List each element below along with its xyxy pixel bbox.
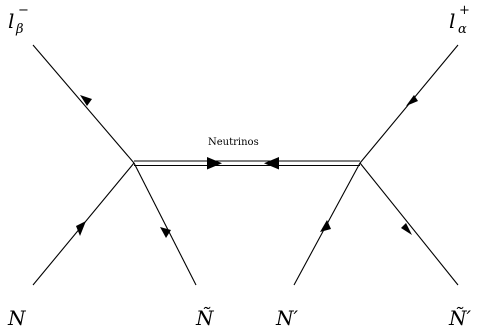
label-nprime: N′ bbox=[275, 306, 299, 330]
label-lalpha-base: l bbox=[449, 9, 455, 33]
label-n: N bbox=[7, 306, 27, 330]
label-lalpha-sub: α bbox=[458, 22, 467, 37]
arrow-propagator-right bbox=[207, 157, 222, 170]
arrow-nprime bbox=[320, 220, 331, 232]
label-lalpha: l bbox=[449, 9, 455, 33]
label-propagator: Neutrinos bbox=[208, 137, 259, 148]
label-lbeta-base: l bbox=[8, 9, 14, 33]
label-ntilde: Ñ bbox=[195, 306, 215, 330]
label-lalpha-sup: + bbox=[459, 3, 470, 18]
arrow-n bbox=[76, 221, 86, 236]
line-lbeta bbox=[32, 44, 135, 164]
arrow-propagator-left bbox=[264, 157, 279, 170]
arrow-ntilde bbox=[160, 227, 171, 238]
label-lbeta: l bbox=[8, 9, 14, 33]
line-ntilde bbox=[133, 162, 197, 286]
arrow-lalpha bbox=[406, 95, 418, 106]
arrow-ntilde-prime bbox=[401, 223, 412, 235]
label-ntilde-prime: Ñ′ bbox=[448, 306, 472, 330]
line-ntilde-prime bbox=[359, 162, 459, 286]
label-lbeta-sup: − bbox=[18, 3, 29, 18]
label-lbeta-sub: β bbox=[15, 22, 24, 37]
arrow-lbeta bbox=[80, 95, 92, 106]
